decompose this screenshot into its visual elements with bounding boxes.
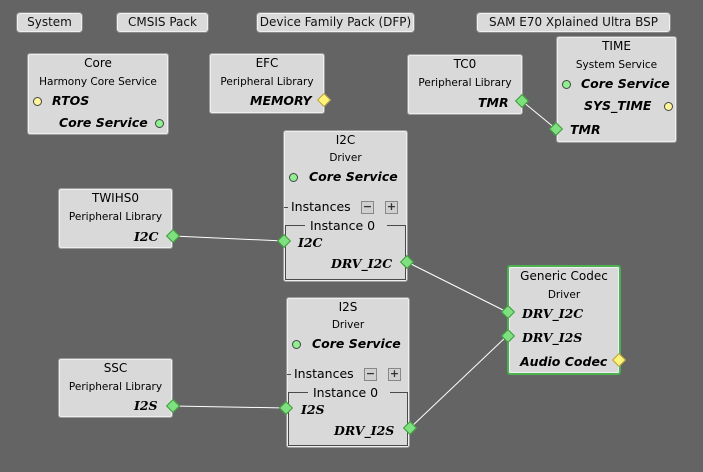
instance-label: Instance 0 xyxy=(313,385,379,400)
node-generic-codec[interactable]: Generic Codec Driver DRV_I2C DRV_I2S Aud… xyxy=(507,265,621,375)
node-title: I2S xyxy=(338,300,358,314)
tab-dfp[interactable]: Device Family Pack (DFP) xyxy=(257,13,414,32)
remove-instance-button[interactable]: − xyxy=(361,200,374,214)
node-ssc[interactable]: SSC Peripheral Library I2S xyxy=(58,358,173,418)
node-subtitle: Driver xyxy=(329,152,362,164)
port-i2c: I2C xyxy=(298,235,323,250)
port-drv-i2s: DRV_I2S xyxy=(522,330,583,345)
instance-box xyxy=(285,225,406,280)
node-subtitle: System Service xyxy=(575,59,658,71)
node-title: Generic Codec xyxy=(520,269,608,283)
node-subtitle: Peripheral Library xyxy=(220,76,314,88)
core-service-port-icon[interactable] xyxy=(292,340,301,349)
port-drv-i2c: DRV_I2C xyxy=(522,306,584,321)
connection-i2s-codec xyxy=(409,335,508,429)
divider xyxy=(390,392,408,393)
remove-instance-button[interactable]: − xyxy=(364,367,377,381)
divider xyxy=(285,225,305,226)
port-core-service: Core Service xyxy=(309,169,398,184)
divider xyxy=(288,392,308,393)
sys-time-port-icon[interactable] xyxy=(664,102,673,111)
node-subtitle: Driver xyxy=(547,289,581,301)
node-subtitle: Driver xyxy=(331,319,365,331)
node-tc0[interactable]: TC0 Peripheral Library TMR xyxy=(407,54,523,115)
node-title: EFC xyxy=(255,56,279,70)
connection-i2c-codec xyxy=(406,261,508,313)
port-memory: MEMORY xyxy=(250,93,312,108)
node-subtitle: Peripheral Library xyxy=(418,77,512,89)
node-title: SSC xyxy=(103,361,128,375)
instance-label: Instance 0 xyxy=(310,218,376,233)
core-service-port-icon[interactable] xyxy=(289,173,298,182)
divider xyxy=(284,207,288,208)
core-service-port-icon[interactable] xyxy=(562,80,571,89)
connection-twihs0-i2c xyxy=(172,235,285,242)
port-rtos: RTOS xyxy=(52,93,90,108)
tab-cmsis-pack[interactable]: CMSIS Pack xyxy=(117,13,208,32)
node-subtitle: Peripheral Library xyxy=(68,381,163,393)
node-twihs0[interactable]: TWIHS0 Peripheral Library I2C xyxy=(58,188,173,249)
port-core-service: Core Service xyxy=(59,115,148,130)
port-i2c: I2C xyxy=(134,229,159,244)
instances-label: Instances xyxy=(291,199,351,214)
port-core-service: Core Service xyxy=(581,76,670,91)
node-title: I2C xyxy=(335,133,356,147)
node-subtitle: Peripheral Library xyxy=(68,211,163,223)
connection-tc0-time xyxy=(521,100,557,130)
instance-box xyxy=(288,392,408,446)
port-core-service: Core Service xyxy=(312,336,401,351)
node-title: Core xyxy=(84,56,112,70)
node-title: TIME xyxy=(602,39,631,53)
port-tmr: TMR xyxy=(570,122,601,137)
port-tmr: TMR xyxy=(478,95,509,110)
node-efc[interactable]: EFC Peripheral Library MEMORY xyxy=(209,53,325,114)
divider xyxy=(387,225,406,226)
node-title: TC0 xyxy=(453,57,477,71)
port-drv-i2c: DRV_I2C xyxy=(331,256,393,271)
port-i2s: I2S xyxy=(301,402,325,417)
core-service-port-icon[interactable] xyxy=(155,119,164,128)
node-i2c[interactable]: I2C Driver Core Service Instances − + In… xyxy=(283,130,408,282)
node-title: TWIHS0 xyxy=(91,191,139,205)
instances-label: Instances xyxy=(294,366,354,381)
node-time[interactable]: TIME System Service Core Service SYS_TIM… xyxy=(556,36,677,143)
tab-bsp[interactable]: SAM E70 Xplained Ultra BSP xyxy=(477,13,670,32)
port-sys-time: SYS_TIME xyxy=(584,98,652,113)
rtos-port-icon[interactable] xyxy=(33,97,42,106)
add-instance-button[interactable]: + xyxy=(388,367,401,381)
node-i2s[interactable]: I2S Driver Core Service Instances − + In… xyxy=(286,297,410,448)
divider xyxy=(287,374,291,375)
port-audio-codec: Audio Codec xyxy=(520,354,608,369)
node-subtitle: Harmony Core Service xyxy=(39,76,157,88)
port-drv-i2s: DRV_I2S xyxy=(334,423,395,438)
tab-system[interactable]: System xyxy=(17,13,82,32)
node-core[interactable]: Core Harmony Core Service RTOS Core Serv… xyxy=(27,53,169,135)
connection-ssc-i2s xyxy=(172,405,287,409)
add-instance-button[interactable]: + xyxy=(385,200,398,214)
port-i2s: I2S xyxy=(134,398,158,413)
